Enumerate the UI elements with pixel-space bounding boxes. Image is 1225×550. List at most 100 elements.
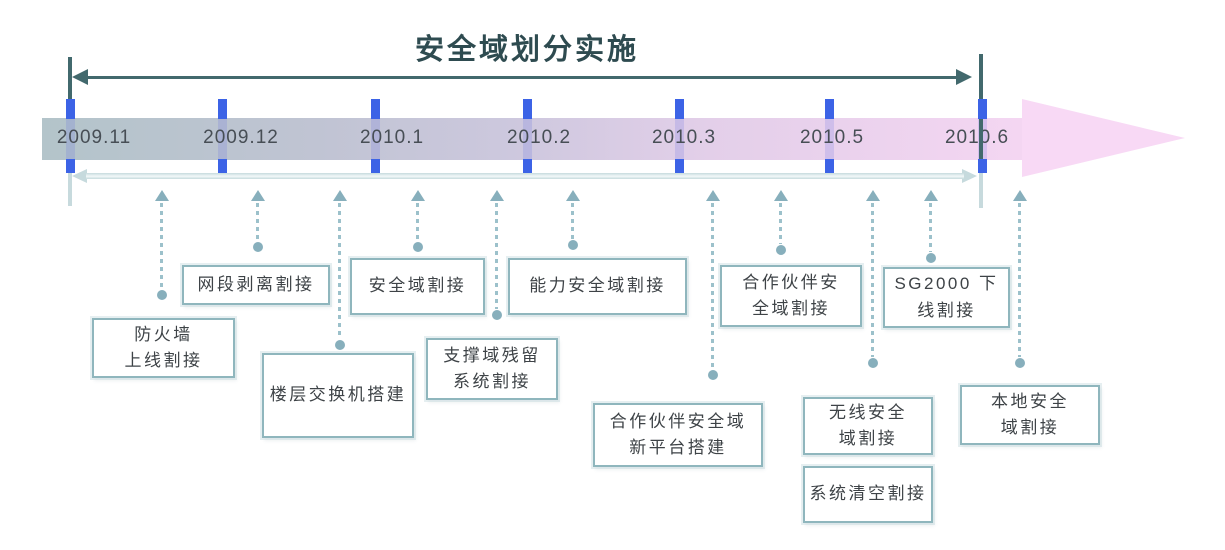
milestone-label-line: 合作伙伴安	[742, 272, 840, 292]
timeline-date-label: 2010.2	[506, 127, 572, 148]
timeline-tick-tint	[825, 118, 834, 160]
timeline-date-label: 2010.6	[944, 127, 1010, 148]
milestone-label-line: 网段剥离割接	[197, 274, 315, 294]
connector-up-arrow-icon	[566, 190, 580, 201]
connector-up-arrow-icon	[333, 190, 347, 201]
connector-dot-icon	[253, 242, 263, 252]
connector-up-arrow-icon	[411, 190, 425, 201]
arrow-left-icon	[72, 69, 88, 85]
milestone-label-line: 合作伙伴安全域	[609, 411, 747, 431]
milestone-box-support-domain-residual-cutover: 支撑域残留系统割接	[426, 338, 558, 400]
timeline-tick	[978, 159, 987, 173]
milestone-label-line: 支撑域残留	[443, 345, 541, 365]
timeline-band	[42, 118, 1022, 160]
connector-dashed-line	[495, 203, 498, 309]
timeline-tick	[825, 159, 834, 173]
timeline-tick	[675, 159, 684, 173]
timeline-tick-tint	[66, 118, 75, 160]
timeline-tick	[66, 159, 75, 173]
connector-dot-icon	[335, 340, 345, 350]
connector-dashed-line	[871, 203, 874, 357]
milestone-label-line: 系统清空割接	[809, 484, 927, 504]
milestone-box-local-security-domain-cutover: 本地安全域割接	[960, 385, 1100, 445]
milestone-label-line: SG2000 下	[894, 274, 999, 294]
milestone-box-floor-switch-setup: 楼层交换机搭建	[262, 353, 414, 438]
connector-dashed-line	[571, 203, 574, 239]
timeline-band-arrowhead-icon	[1022, 99, 1185, 177]
timeline-tick	[523, 159, 532, 173]
connector-dot-icon	[413, 242, 423, 252]
timeline-tick-tint	[523, 118, 532, 160]
connector-dashed-line	[1018, 203, 1021, 357]
connector-dot-icon	[776, 245, 786, 255]
milestone-box-wireless-security-domain-cutover: 无线安全域割接	[803, 397, 933, 455]
connector-up-arrow-icon	[155, 190, 169, 201]
milestone-label-line: 域割接	[1000, 418, 1060, 437]
connector-up-arrow-icon	[1013, 190, 1027, 201]
milestone-label-line: 能力安全域割接	[529, 276, 666, 296]
timeline-tick-tint	[371, 118, 380, 160]
left-boundary-post	[68, 57, 72, 119]
milestone-label-line: 系统割接	[453, 372, 531, 391]
span-arrow-line	[84, 76, 960, 79]
milestone-label-line: 无线安全	[829, 402, 907, 422]
sub-arrow-left-icon	[72, 169, 87, 183]
connector-up-arrow-icon	[866, 190, 880, 201]
milestone-box-security-domain-cutover: 安全域割接	[350, 258, 485, 315]
connector-up-arrow-icon	[774, 190, 788, 201]
sub-arrow-right-icon	[962, 169, 977, 183]
timeline-tick	[371, 159, 380, 173]
sub-arrow-line	[86, 173, 964, 179]
connector-dashed-line	[929, 203, 932, 252]
milestone-label-line: 上线割接	[124, 351, 203, 370]
connector-dot-icon	[568, 240, 578, 250]
connector-dot-icon	[157, 290, 167, 300]
connector-dashed-line	[338, 203, 341, 339]
milestone-label-line: 本地安全	[991, 391, 1069, 411]
left-boundary-post-lower	[68, 160, 72, 206]
milestone-box-segment-strip-cutover: 网段剥离割接	[182, 265, 330, 305]
timeline-tick-tint	[675, 118, 684, 160]
timeline-date-label: 2009.12	[203, 127, 279, 148]
timeline-date-label: 2010.1	[359, 127, 425, 148]
milestone-label-line: 全域割接	[752, 299, 830, 318]
milestone-label-line: 线割接	[917, 300, 976, 320]
connector-dot-icon	[926, 253, 936, 263]
milestone-box-partner-security-domain-cutover: 合作伙伴安全域割接	[720, 265, 862, 327]
connector-up-arrow-icon	[706, 190, 720, 201]
timeline-tick	[218, 159, 227, 173]
milestone-box-partner-domain-new-platform-setup: 合作伙伴安全域新平台搭建	[593, 403, 763, 467]
milestone-box-system-clear-cutover: 系统清空割接	[803, 466, 933, 523]
connector-dashed-line	[256, 203, 259, 241]
diagram-title: 安全域划分实施	[414, 34, 639, 66]
connector-dashed-line	[711, 203, 714, 369]
connector-dashed-line	[416, 203, 419, 241]
timeline-tick	[66, 99, 75, 119]
milestone-label-line: 域割接	[838, 429, 898, 448]
milestone-box-sg2000-offline-cutover: SG2000 下线割接	[883, 267, 1010, 328]
timeline-tick	[523, 99, 532, 119]
timeline-date-label: 2009.11	[56, 127, 132, 148]
arrow-right-icon	[956, 69, 972, 85]
connector-up-arrow-icon	[924, 190, 938, 201]
timeline-date-label: 2010.3	[651, 127, 717, 148]
timeline-tick	[978, 99, 987, 119]
milestone-label-line: 新平台搭建	[629, 438, 727, 457]
connector-dot-icon	[708, 370, 718, 380]
connector-dot-icon	[492, 310, 502, 320]
connector-up-arrow-icon	[490, 190, 504, 201]
right-boundary-post-lower	[979, 166, 983, 208]
milestone-label-line: 安全域割接	[368, 276, 467, 296]
timeline-tick	[675, 99, 684, 119]
timeline-date-label: 2010.5	[799, 127, 865, 148]
timeline-tick	[218, 99, 227, 119]
connector-dot-icon	[1015, 358, 1025, 368]
timeline-tick-tint	[218, 118, 227, 160]
milestone-label-line: 楼层交换机搭建	[269, 385, 407, 405]
connector-dashed-line	[779, 203, 782, 244]
milestone-box-firewall-online-cutover: 防火墙上线割接	[92, 318, 235, 378]
timeline-tick	[371, 99, 380, 119]
connector-up-arrow-icon	[251, 190, 265, 201]
connector-dot-icon	[868, 358, 878, 368]
